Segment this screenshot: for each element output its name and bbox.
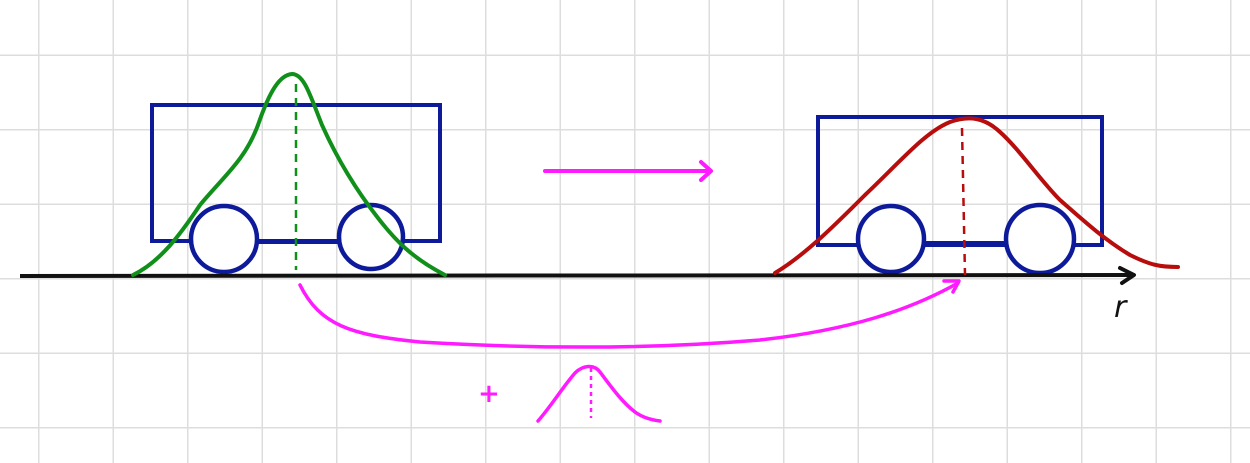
transition-arrow-head xyxy=(699,160,713,182)
car-after-rear-wheel xyxy=(855,203,927,275)
belief-after-curve xyxy=(773,116,1180,275)
plus-operator: + xyxy=(478,379,500,409)
motion-noise xyxy=(536,364,662,423)
mean-shift-arrowhead xyxy=(942,279,961,294)
axis-label: r xyxy=(1114,290,1128,325)
axis-arrowhead-icon xyxy=(1118,266,1136,285)
belief-after-mean-line xyxy=(960,127,967,276)
car-after-icon xyxy=(816,115,1104,276)
car-before-front-wheel xyxy=(336,202,406,272)
transition-arrow-icon xyxy=(543,160,713,182)
car-before-rear-wheel xyxy=(188,203,260,275)
position-axis: r xyxy=(19,266,1136,325)
axis-line xyxy=(19,273,1133,278)
mean-shift-arrow-icon xyxy=(298,279,961,349)
motion-noise-curve xyxy=(536,364,662,423)
mean-shift-curve xyxy=(298,281,960,349)
belief-after xyxy=(773,116,1180,276)
car-after-front-wheel xyxy=(1003,202,1077,276)
belief-before-curve xyxy=(131,72,447,277)
belief-before xyxy=(131,72,447,277)
